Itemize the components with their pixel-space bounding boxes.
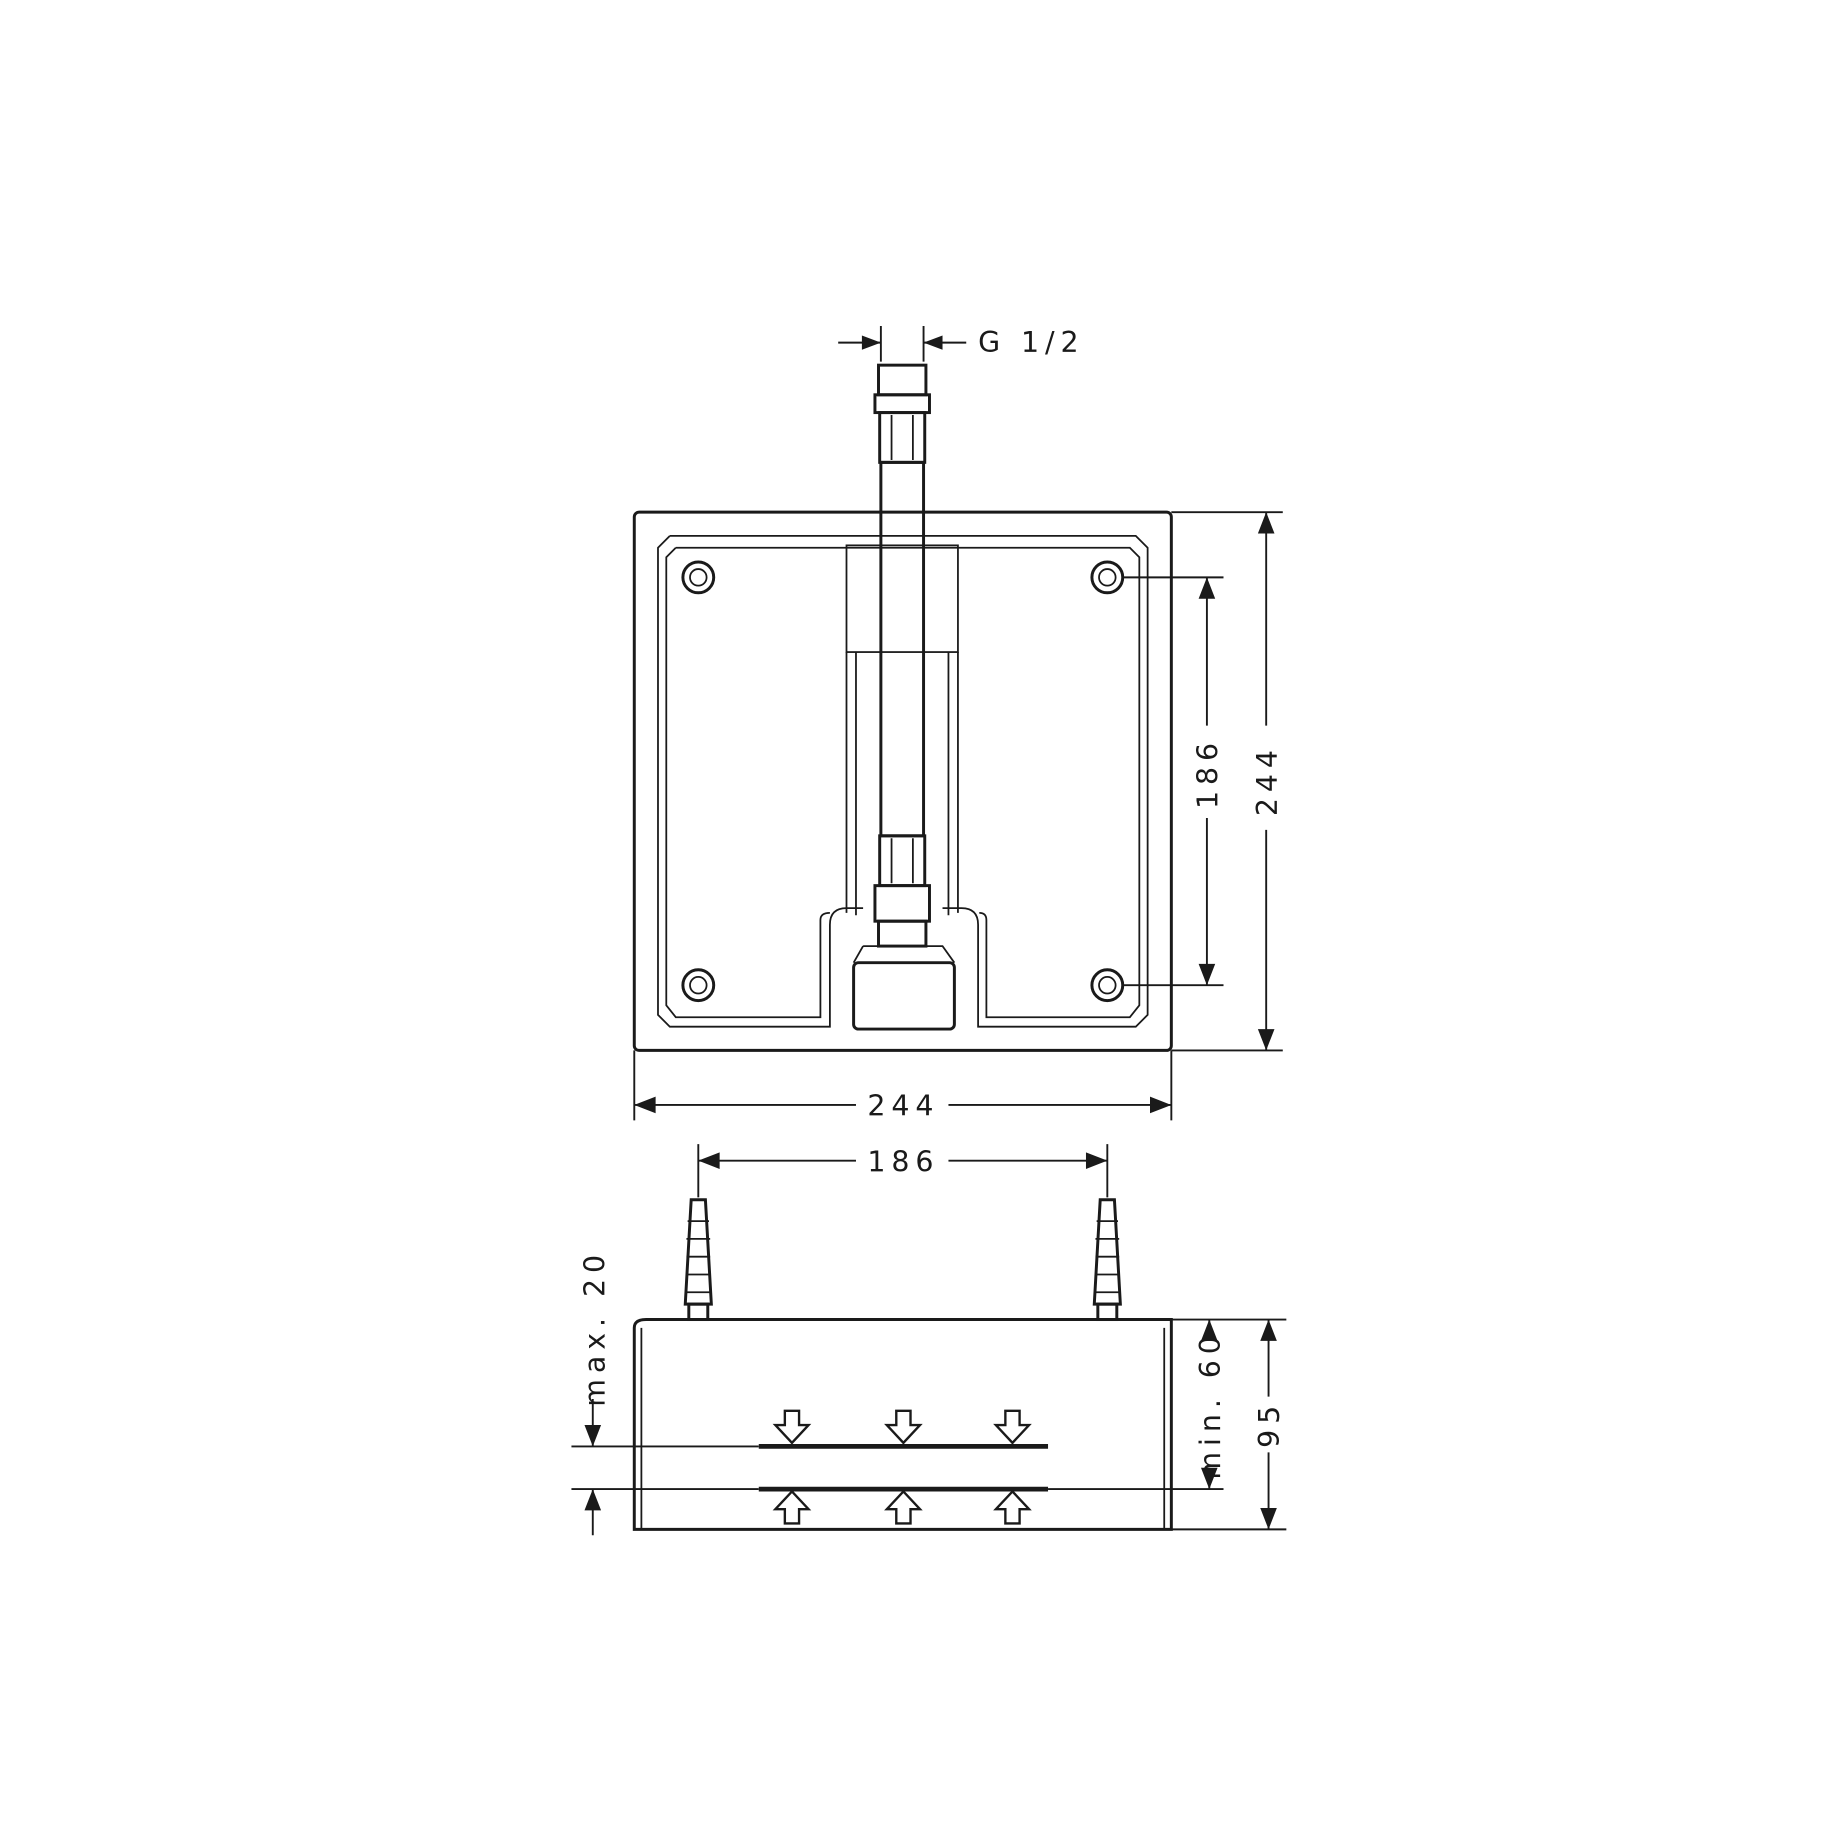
mounting-block xyxy=(845,544,959,653)
width-dimension: 244 xyxy=(633,1050,1173,1123)
supply-pipe xyxy=(879,460,926,838)
max-dimension: max. 20 xyxy=(571,1249,759,1536)
pipe-nut xyxy=(873,393,931,415)
channel xyxy=(845,652,959,916)
pipe-thread xyxy=(877,363,928,397)
depth-label: 95 xyxy=(1253,1400,1286,1448)
hole-spacing-vertical-label: 186 xyxy=(1192,737,1225,809)
down-arrows xyxy=(772,1409,1032,1445)
hole-spacing-horizontal-dimension: 186 xyxy=(697,1144,1109,1198)
hole-spacing-horizontal-label: 186 xyxy=(867,1145,939,1178)
mounting-plane-lines xyxy=(758,1444,1049,1492)
thread-label: G 1/2 xyxy=(978,326,1084,359)
inner-frame xyxy=(657,534,1149,1028)
side-view: max. 20 min. 60 95 xyxy=(571,1198,1287,1536)
inner-frame-edge xyxy=(665,546,1141,1019)
min-dimension: min. 60 xyxy=(1048,1318,1227,1491)
pipe-coupling-bottom xyxy=(878,834,927,888)
up-arrows xyxy=(772,1489,1032,1525)
top-view: G 1/2 186 244 244 186 xyxy=(632,326,1284,1198)
mounting-holes xyxy=(681,560,1125,1003)
width-label: 244 xyxy=(867,1090,939,1123)
height-dimension: 244 xyxy=(1171,511,1284,1052)
max-label: max. 20 xyxy=(579,1249,612,1407)
connection-box xyxy=(852,961,956,1031)
box-body xyxy=(632,1318,1173,1531)
height-label: 244 xyxy=(1251,744,1284,816)
thread-dimension: G 1/2 xyxy=(838,326,1084,362)
pipe-coupling-top xyxy=(878,411,927,464)
wall-anchors xyxy=(683,1198,1122,1322)
hole-spacing-vertical-dimension: 186 xyxy=(1122,576,1225,987)
outer-frame xyxy=(632,510,1173,1052)
connection-neck xyxy=(852,945,956,964)
pipe-bottom-nut xyxy=(873,884,931,923)
depth-dimension: 95 xyxy=(1171,1318,1287,1531)
min-label: min. 60 xyxy=(1194,1330,1227,1479)
